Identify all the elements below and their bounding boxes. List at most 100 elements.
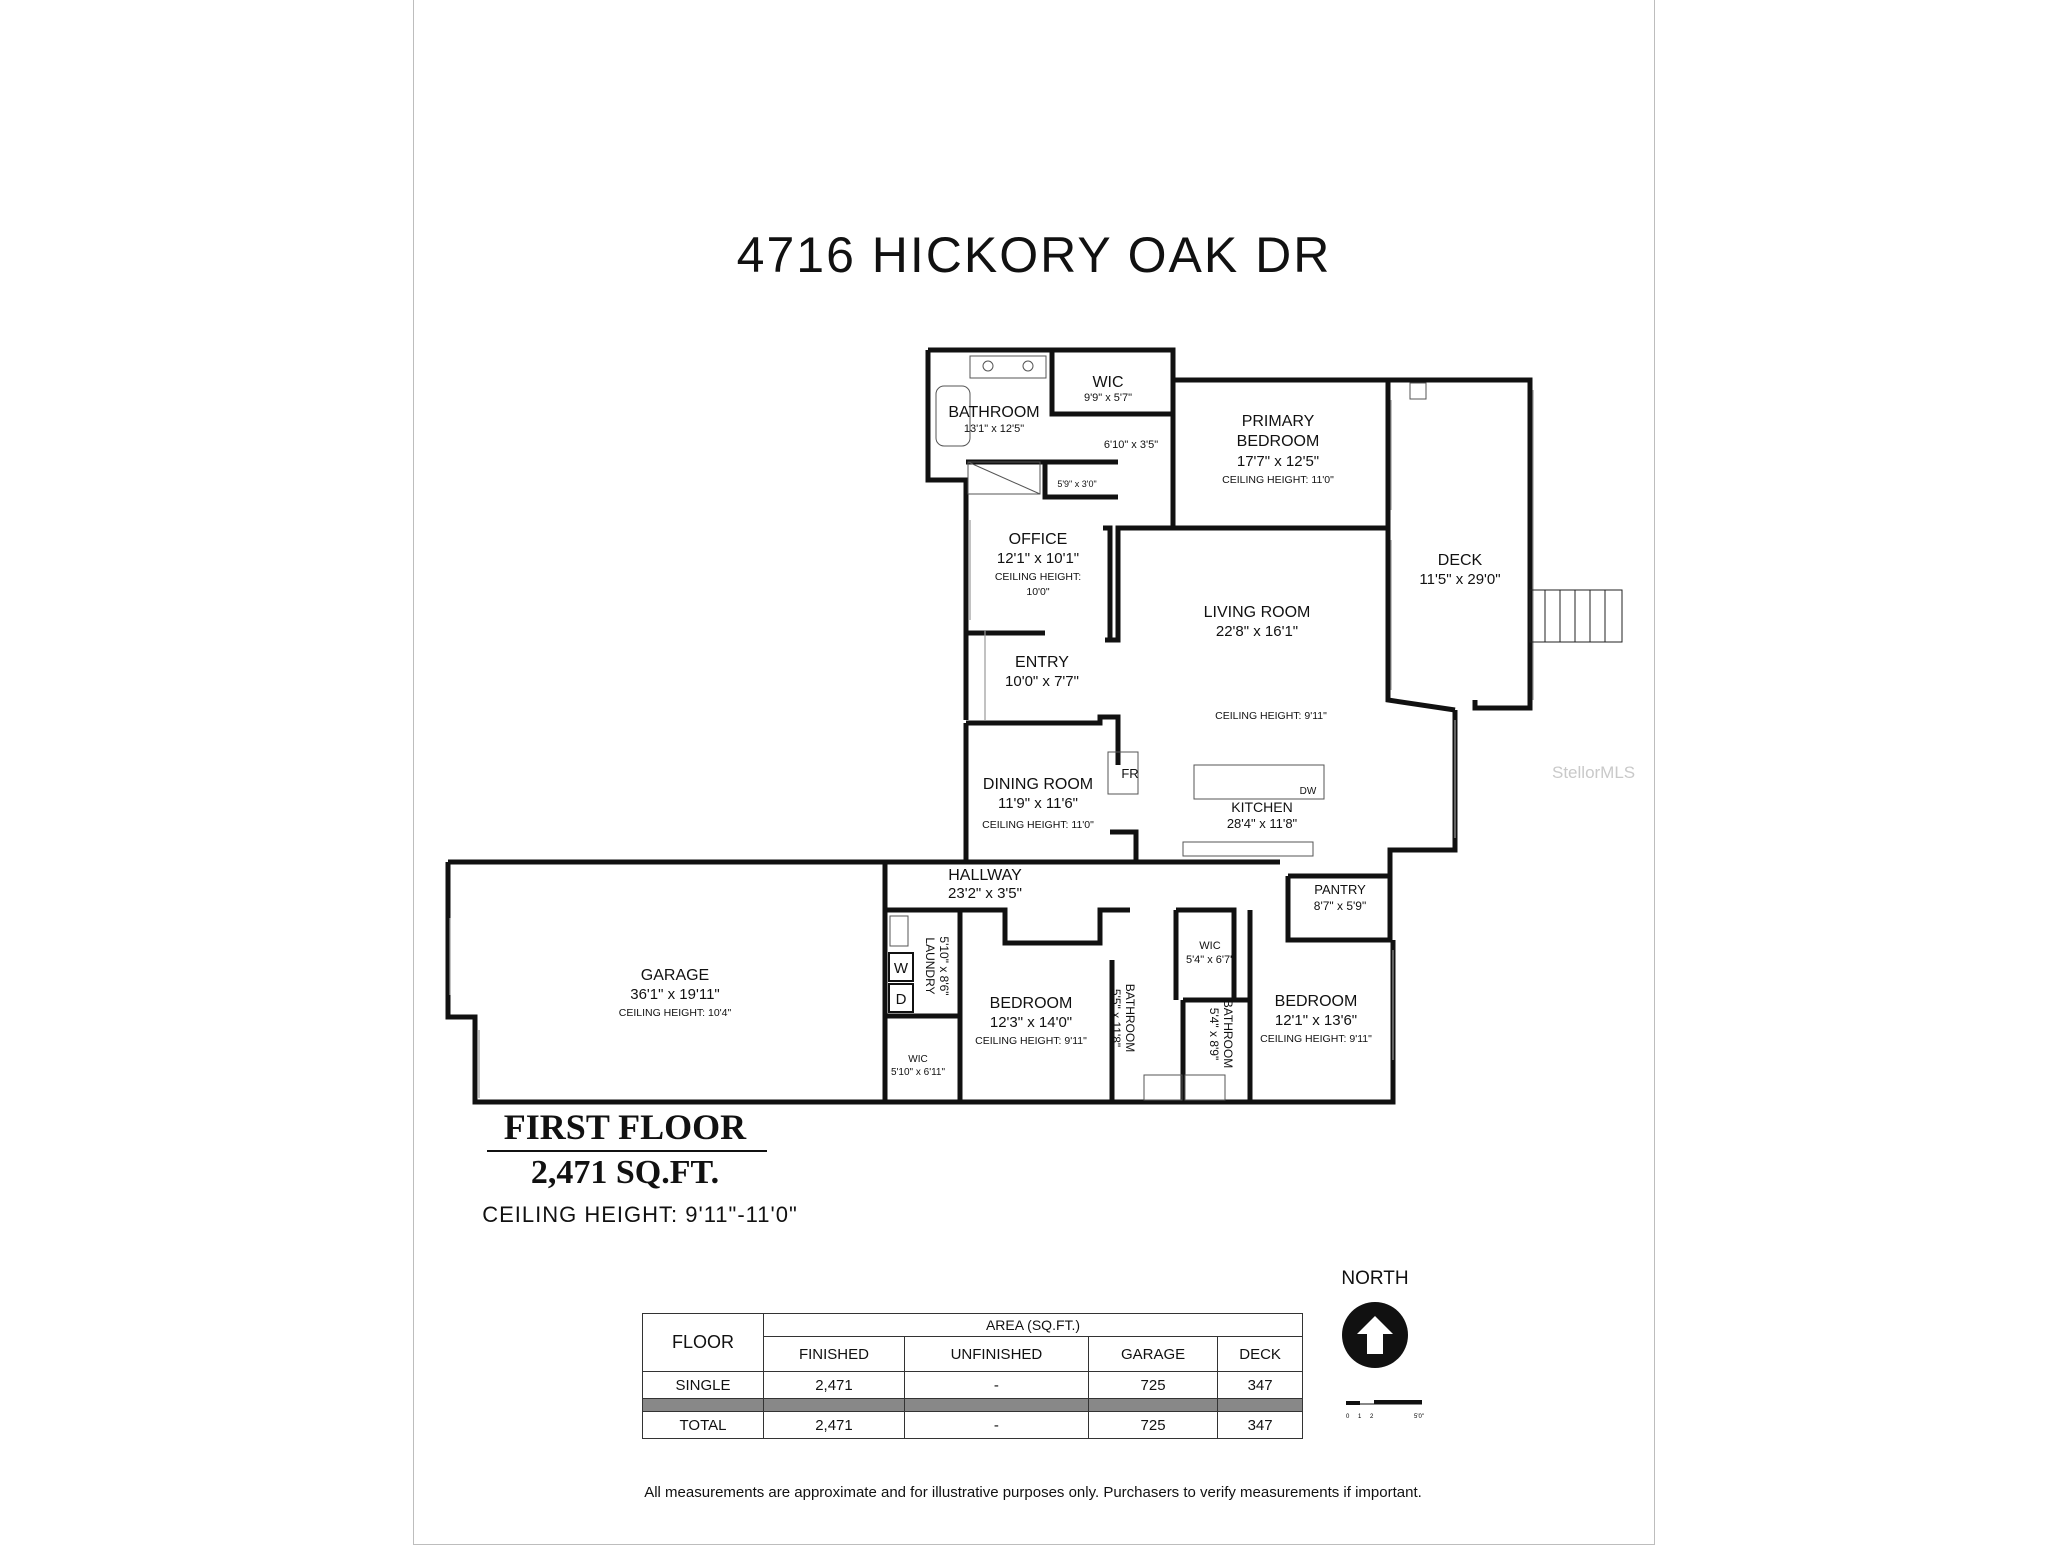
dining-room-dim: 11'9" x 11'6" [998, 795, 1078, 812]
washer-box [888, 952, 914, 982]
garage-label: GARAGE [641, 967, 709, 984]
kitchen-island-icon [1193, 764, 1325, 800]
dining-walls [966, 714, 1121, 765]
closet-b-dim: 5'9" x 3'0" [1057, 479, 1096, 489]
table-row: SINGLE 2,471 - 725 347 [642, 1371, 1303, 1399]
row-floor: SINGLE [642, 1371, 764, 1399]
bedroom-2-dim: 12'3" x 14'0" [990, 1014, 1072, 1031]
laundry-dim: 5'10" x 8'6" [937, 936, 951, 995]
dining-room-label: DINING ROOM [983, 776, 1093, 793]
garage-ceiling: CEILING HEIGHT: 10'4" [619, 1007, 732, 1019]
row-finished: 2,471 [763, 1371, 905, 1399]
primary-suite-walls [928, 347, 1391, 643]
property-address-title: 4716 HICKORY OAK DR [736, 227, 1332, 283]
floorplan-sheet: 4716 HICKORY OAK DR [413, 0, 1655, 1545]
deck-stairs [1529, 589, 1623, 643]
bedroom-3-label: BEDROOM [1275, 993, 1358, 1010]
wic-primary-dim: 9'9" x 5'7" [1084, 392, 1132, 404]
living-room-ceiling: CEILING HEIGHT: 9'11" [1215, 710, 1327, 722]
office-dim: 12'1" x 10'1" [997, 550, 1079, 567]
bath-wall [925, 350, 969, 720]
watermark: StellorMLS [1552, 763, 1636, 782]
area-table: FLOOR AREA (SQ.FT.) FINISHED UNFINISHED … [642, 1313, 1303, 1439]
row-unfinished: - [903, 1371, 1089, 1399]
sink-icon [889, 915, 909, 947]
col-garage: GARAGE [1087, 1336, 1219, 1372]
shower3-icon [1184, 1074, 1226, 1101]
south-wall [445, 862, 1396, 1105]
hallway-dim: 23'2" x 3'5" [948, 885, 1022, 902]
floor-label-rule [487, 1150, 767, 1152]
dining-room-ceiling: CEILING HEIGHT: 11'0" [982, 819, 1094, 831]
col-deck: DECK [1217, 1336, 1303, 1372]
primary-bedroom-dim: 17'7" x 12'5" [1237, 453, 1319, 470]
area-header: AREA (SQ.FT.) [763, 1313, 1303, 1337]
floor-column-header: FLOOR [642, 1313, 764, 1372]
scale-bar: 0 1 2 5'0" [1346, 1400, 1424, 1420]
row-unfinished: - [903, 1411, 1089, 1439]
floor-label: FIRST FLOOR [503, 1107, 747, 1147]
bathroom-2-dim: 5'5" x 11'8" [1109, 989, 1123, 1047]
kitchen-dim: 28'4" x 11'8" [1227, 816, 1298, 831]
deck-label: DECK [1438, 552, 1483, 569]
bathtub-icon [935, 385, 971, 447]
garage-dim: 36'1" x 19'11" [630, 986, 720, 1003]
bathroom-3-label: BATHROOM [1221, 1000, 1235, 1068]
deck-walls [1388, 377, 1533, 711]
hallway-south-walls [885, 907, 1130, 946]
primary-bedroom-ceiling: CEILING HEIGHT: 11'0" [1222, 474, 1334, 486]
shower-icon [967, 461, 1041, 495]
deck-dim: 11'5" x 29'0" [1419, 571, 1500, 588]
scale-tick-1: 1 [1358, 1414, 1362, 1420]
table-row: TOTAL 2,471 - 725 347 [642, 1411, 1303, 1439]
wic-2-label: WIC [908, 1054, 927, 1065]
grill-icon [1409, 382, 1427, 400]
scale-tick-3: 5'0" [1414, 1414, 1424, 1420]
vanity-icon [969, 355, 1047, 379]
dryer-label: D [896, 991, 907, 1008]
wic-primary-label: WIC [1092, 374, 1123, 391]
bedroom-3-dim: 12'1" x 13'6" [1275, 1012, 1357, 1029]
primary-bedroom-label-2: BEDROOM [1237, 433, 1320, 450]
col-finished: FINISHED [763, 1336, 905, 1372]
dishwasher-label: DW [1300, 786, 1317, 797]
north-arrow-icon [1342, 1302, 1408, 1368]
row-finished: 2,471 [763, 1411, 905, 1439]
wic-3-dim: 5'4" x 6'7" [1186, 954, 1234, 966]
washer-label: W [894, 960, 909, 977]
row-garage: 725 [1087, 1371, 1219, 1399]
col-unfinished: UNFINISHED [903, 1336, 1089, 1372]
wic-walls [1049, 350, 1173, 417]
primary-bedroom-label-1: PRIMARY [1242, 413, 1315, 430]
scale-tick-2: 2 [1370, 1414, 1374, 1420]
row-deck: 347 [1217, 1411, 1303, 1439]
laundry-label: LAUNDRY [923, 937, 937, 994]
row-deck: 347 [1217, 1371, 1303, 1399]
shower2-icon [1143, 1074, 1183, 1101]
closet-a-dim: 6'10" x 3'5" [1104, 439, 1158, 451]
living-room-dim: 22'8" x 16'1" [1216, 623, 1298, 640]
floor-area: 2,471 SQ.FT. [530, 1154, 720, 1191]
disclaimer: All measurements are approximate and for… [644, 1484, 1422, 1501]
pantry-dim: 8'7" x 5'9" [1314, 899, 1366, 913]
office-ceiling-1: CEILING HEIGHT: [995, 571, 1081, 583]
table-separator [642, 1398, 1303, 1412]
hallway-label: HALLWAY [948, 867, 1022, 884]
fridge-label: FR [1121, 766, 1138, 781]
dryer-box [888, 983, 914, 1013]
office-ceiling-2: 10'0" [1026, 586, 1050, 598]
entry-dim: 10'0" x 7'7" [1005, 673, 1079, 690]
counter-icon [1182, 841, 1314, 857]
bedroom-2-ceiling: CEILING HEIGHT: 9'11" [975, 1035, 1087, 1047]
entry-label: ENTRY [1015, 654, 1069, 671]
bathroom-primary-dim: 13'1" x 12'5" [964, 423, 1024, 435]
bathroom-primary-label: BATHROOM [948, 404, 1039, 421]
bathroom-2-label: BATHROOM [1123, 984, 1137, 1052]
wic-2-dim: 5'10" x 6'11" [891, 1067, 946, 1078]
fridge-icon [1107, 751, 1139, 795]
bedroom-3-ceiling: CEILING HEIGHT: 9'11" [1260, 1033, 1372, 1045]
pantry-label: PANTRY [1314, 882, 1366, 897]
bathroom-3-dim: 5'4" x 8'9" [1207, 1008, 1221, 1060]
office-walls [963, 505, 1045, 636]
